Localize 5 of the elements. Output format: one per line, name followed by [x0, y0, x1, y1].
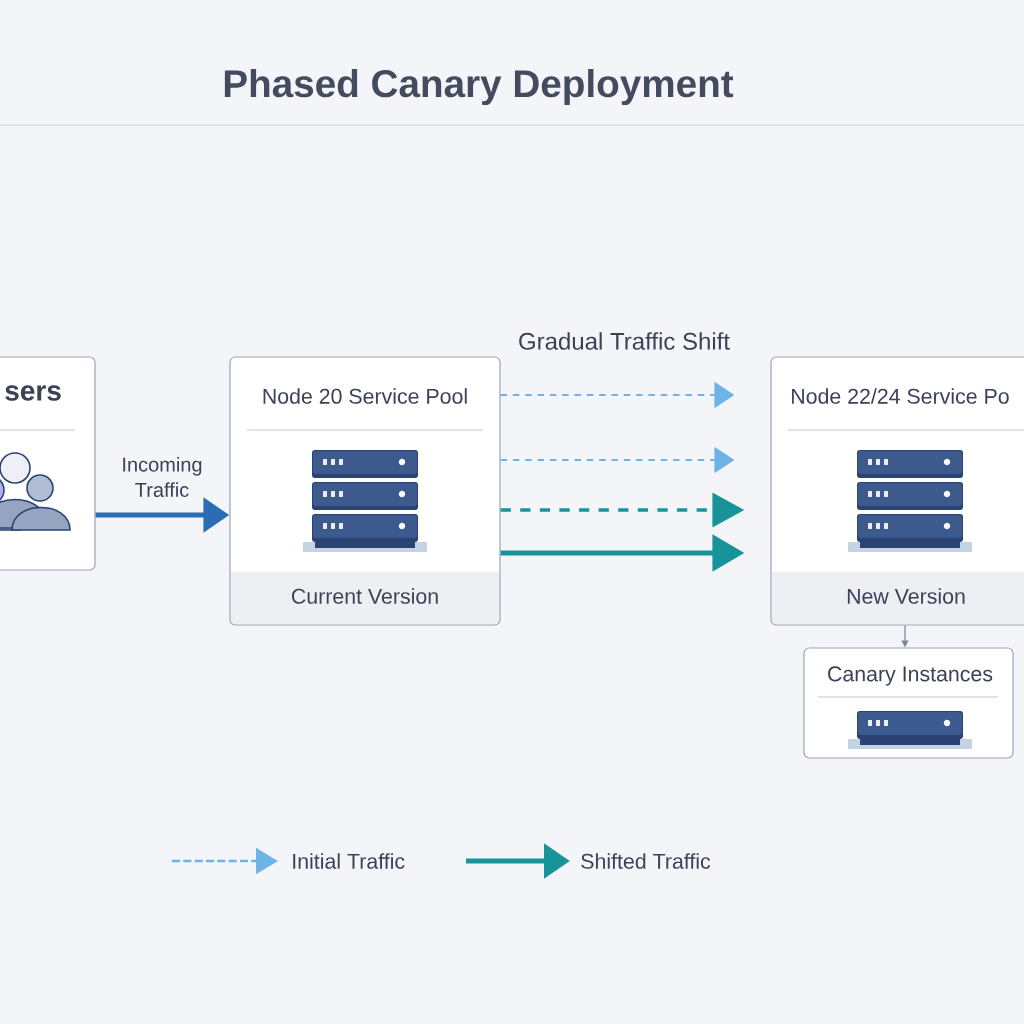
group-label: Gradual Traffic Shift	[519, 332, 730, 350]
edge-label: Incoming Traffic	[123, 457, 202, 497]
title: Phased Canary Deployment	[224, 69, 734, 106]
legend-label: Initial Traffic	[293, 853, 405, 869]
legend-label: Shifted Traffic	[581, 853, 711, 869]
